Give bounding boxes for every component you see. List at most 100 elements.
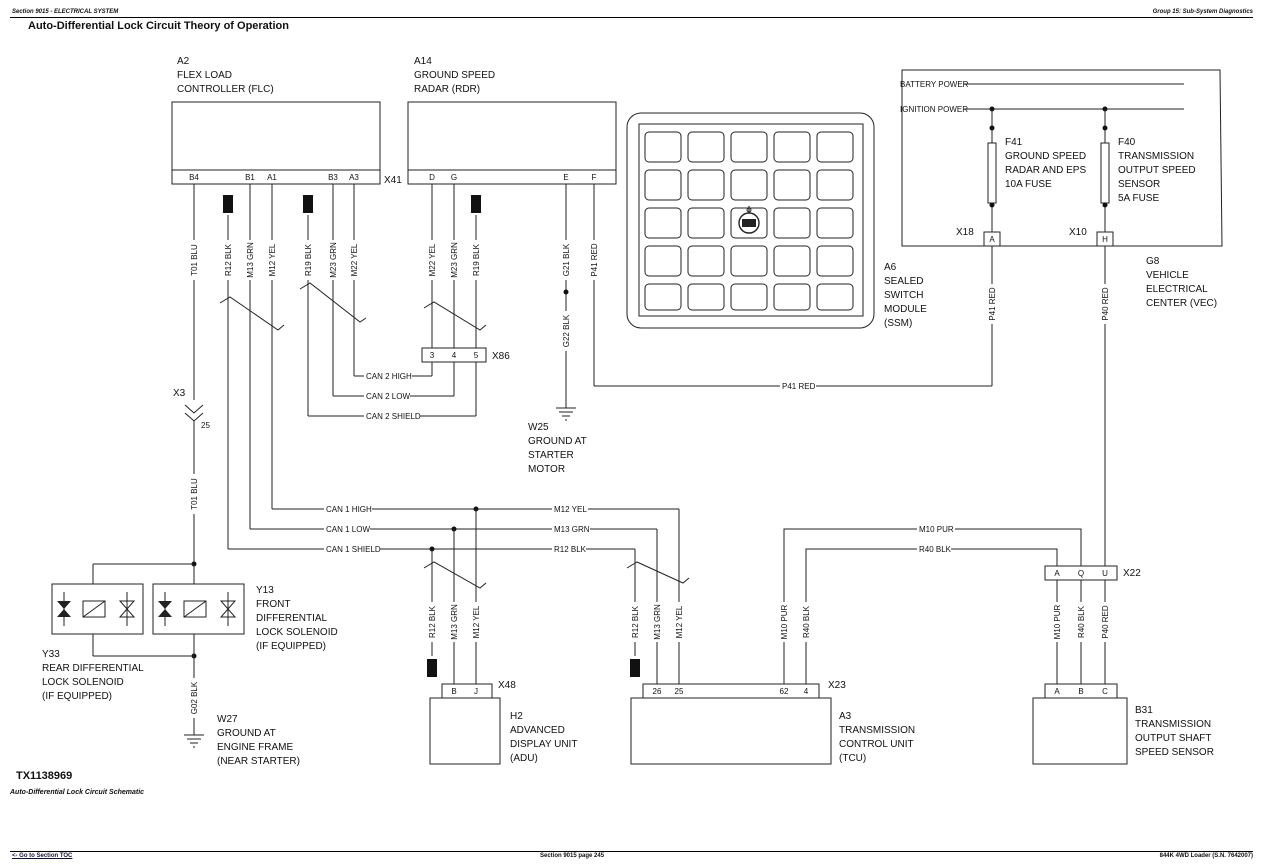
svg-text:M23 GRN: M23 GRN bbox=[329, 242, 338, 278]
svg-text:A3: A3 bbox=[839, 711, 852, 722]
svg-text:26: 26 bbox=[653, 687, 662, 696]
battery-power-label: BATTERY POWER bbox=[900, 80, 969, 89]
svg-text:G22 BLK: G22 BLK bbox=[562, 314, 571, 347]
f40-fuse bbox=[1100, 142, 1110, 204]
svg-text:B3: B3 bbox=[328, 173, 338, 182]
svg-text:CAN 2 HIGH: CAN 2 HIGH bbox=[366, 372, 412, 381]
can1-labels: CAN 1 HIGH CAN 1 LOW CAN 1 SHIELD bbox=[324, 503, 381, 554]
svg-text:C: C bbox=[1102, 687, 1108, 696]
svg-text:Q: Q bbox=[1078, 569, 1084, 578]
a3-label: A3 TRANSMISSION CONTROL UNIT (TCU) bbox=[839, 711, 915, 764]
svg-text:P41 RED: P41 RED bbox=[782, 382, 816, 391]
svg-text:M12 YEL: M12 YEL bbox=[268, 243, 277, 276]
r12-shield-drain bbox=[223, 195, 233, 213]
svg-text:M22 YEL: M22 YEL bbox=[350, 243, 359, 276]
svg-text:TRANSMISSION: TRANSMISSION bbox=[1135, 719, 1211, 730]
svg-text:25: 25 bbox=[675, 687, 684, 696]
b31-label: B31 TRANSMISSION OUTPUT SHAFT SPEED SENS… bbox=[1135, 705, 1214, 758]
svg-text:P41 RED: P41 RED bbox=[590, 243, 599, 277]
svg-text:R12 BLK: R12 BLK bbox=[554, 545, 587, 554]
adu-shield-drain bbox=[427, 659, 437, 677]
svg-text:SPEED SENSOR: SPEED SENSOR bbox=[1135, 747, 1214, 758]
y33-label: Y33 REAR DIFFERENTIAL LOCK SOLENOID (IF … bbox=[42, 649, 144, 702]
svg-text:5A FUSE: 5A FUSE bbox=[1118, 193, 1159, 204]
svg-text:M12 YEL: M12 YEL bbox=[554, 505, 587, 514]
y13-solenoid-symbol bbox=[152, 583, 245, 635]
x48-pin-labels: B J bbox=[451, 687, 478, 696]
footer-divider bbox=[10, 851, 1253, 852]
svg-text:(NEAR STARTER): (NEAR STARTER) bbox=[217, 756, 300, 767]
go-to-section-toc-link[interactable]: <- Go to Section TOC bbox=[12, 853, 73, 859]
w25-label: W25 GROUND AT STARTER MOTOR bbox=[528, 422, 587, 475]
svg-text:TRANSMISSION: TRANSMISSION bbox=[839, 725, 915, 736]
svg-text:CONTROLLER (FLC): CONTROLLER (FLC) bbox=[177, 84, 274, 95]
svg-text:B: B bbox=[1078, 687, 1083, 696]
a14-rdr-box bbox=[407, 101, 617, 171]
svg-text:W25: W25 bbox=[528, 422, 549, 433]
svg-text:R40 BLK: R40 BLK bbox=[919, 545, 952, 554]
svg-text:E: E bbox=[563, 173, 568, 182]
svg-text:H2: H2 bbox=[510, 711, 523, 722]
svg-text:RADAR AND EPS: RADAR AND EPS bbox=[1005, 165, 1086, 176]
svg-text:MOTOR: MOTOR bbox=[528, 464, 565, 475]
svg-text:CAN 1 SHIELD: CAN 1 SHIELD bbox=[326, 545, 381, 554]
y33-solenoid-symbol bbox=[51, 583, 144, 635]
svg-text:R12 BLK: R12 BLK bbox=[224, 243, 233, 276]
svg-text:B4: B4 bbox=[189, 173, 199, 182]
svg-text:TRANSMISSION: TRANSMISSION bbox=[1118, 151, 1194, 162]
svg-text:R40 BLK: R40 BLK bbox=[1077, 605, 1086, 638]
svg-text:(TCU): (TCU) bbox=[839, 753, 866, 764]
svg-text:T01 BLU: T01 BLU bbox=[190, 478, 199, 510]
svg-text:F41: F41 bbox=[1005, 137, 1023, 148]
x10-pin-label: H bbox=[1102, 235, 1108, 244]
svg-text:GROUND SPEED: GROUND SPEED bbox=[414, 70, 495, 81]
svg-text:M13 GRN: M13 GRN bbox=[246, 242, 255, 278]
svg-text:U: U bbox=[1102, 569, 1108, 578]
svg-text:OUTPUT SPEED: OUTPUT SPEED bbox=[1118, 165, 1196, 176]
b31-sensor-box bbox=[1032, 697, 1128, 765]
x18-label: X18 bbox=[956, 227, 974, 238]
svg-text:(SSM): (SSM) bbox=[884, 318, 912, 329]
svg-text:DIFFERENTIAL: DIFFERENTIAL bbox=[256, 613, 328, 624]
x48-label: X48 bbox=[498, 680, 516, 691]
svg-text:ENGINE FRAME: ENGINE FRAME bbox=[217, 742, 293, 753]
x86-pin-labels: 3 4 5 bbox=[430, 351, 479, 360]
svg-text:FLEX LOAD: FLEX LOAD bbox=[177, 70, 232, 81]
svg-text:R19 BLK: R19 BLK bbox=[472, 243, 481, 276]
svg-text:GROUND AT: GROUND AT bbox=[528, 436, 587, 447]
svg-text:CONTROL UNIT: CONTROL UNIT bbox=[839, 739, 914, 750]
svg-text:LOCK SOLENOID: LOCK SOLENOID bbox=[42, 677, 124, 688]
svg-text:(IF EQUIPPED): (IF EQUIPPED) bbox=[256, 641, 326, 652]
svg-text:R12 BLK: R12 BLK bbox=[631, 605, 640, 638]
svg-text:(ADU): (ADU) bbox=[510, 753, 538, 764]
svg-text:R19 BLK: R19 BLK bbox=[304, 243, 313, 276]
svg-text:5: 5 bbox=[474, 351, 479, 360]
svg-text:ELECTRICAL: ELECTRICAL bbox=[1146, 284, 1208, 295]
b31-pin-labels: A B C bbox=[1054, 687, 1108, 696]
svg-text:A3: A3 bbox=[349, 173, 359, 182]
svg-text:RADAR (RDR): RADAR (RDR) bbox=[414, 84, 480, 95]
x23-pin-labels: 26 25 62 4 bbox=[653, 687, 809, 696]
group-header: Group 15: Sub-System Diagnostics bbox=[1152, 9, 1253, 15]
x41-label: X41 bbox=[384, 175, 402, 186]
svg-text:P41 RED: P41 RED bbox=[988, 287, 997, 321]
can2-labels: CAN 2 HIGH CAN 2 LOW CAN 2 SHIELD bbox=[364, 370, 421, 421]
w27-label: W27 GROUND AT ENGINE FRAME (NEAR STARTER… bbox=[217, 714, 300, 767]
svg-text:G: G bbox=[451, 173, 457, 182]
svg-text:F40: F40 bbox=[1118, 137, 1136, 148]
svg-text:CENTER (VEC): CENTER (VEC) bbox=[1146, 298, 1217, 309]
svg-text:VEHICLE: VEHICLE bbox=[1146, 270, 1189, 281]
svg-text:GROUND SPEED: GROUND SPEED bbox=[1005, 151, 1086, 162]
svg-text:DISPLAY UNIT: DISPLAY UNIT bbox=[510, 739, 577, 750]
differential-lock-icon bbox=[738, 206, 760, 234]
x86-label: X86 bbox=[492, 351, 510, 362]
x22-pin-labels: A Q U bbox=[1054, 569, 1108, 578]
svg-text:M10 PUR: M10 PUR bbox=[780, 604, 789, 639]
svg-text:Y33: Y33 bbox=[42, 649, 60, 660]
svg-text:3: 3 bbox=[430, 351, 435, 360]
svg-text:B31: B31 bbox=[1135, 705, 1153, 716]
svg-text:G02 BLK: G02 BLK bbox=[190, 681, 199, 714]
f41-label: F41 GROUND SPEED RADAR AND EPS 10A FUSE bbox=[1005, 137, 1086, 190]
svg-text:MODULE: MODULE bbox=[884, 304, 927, 315]
